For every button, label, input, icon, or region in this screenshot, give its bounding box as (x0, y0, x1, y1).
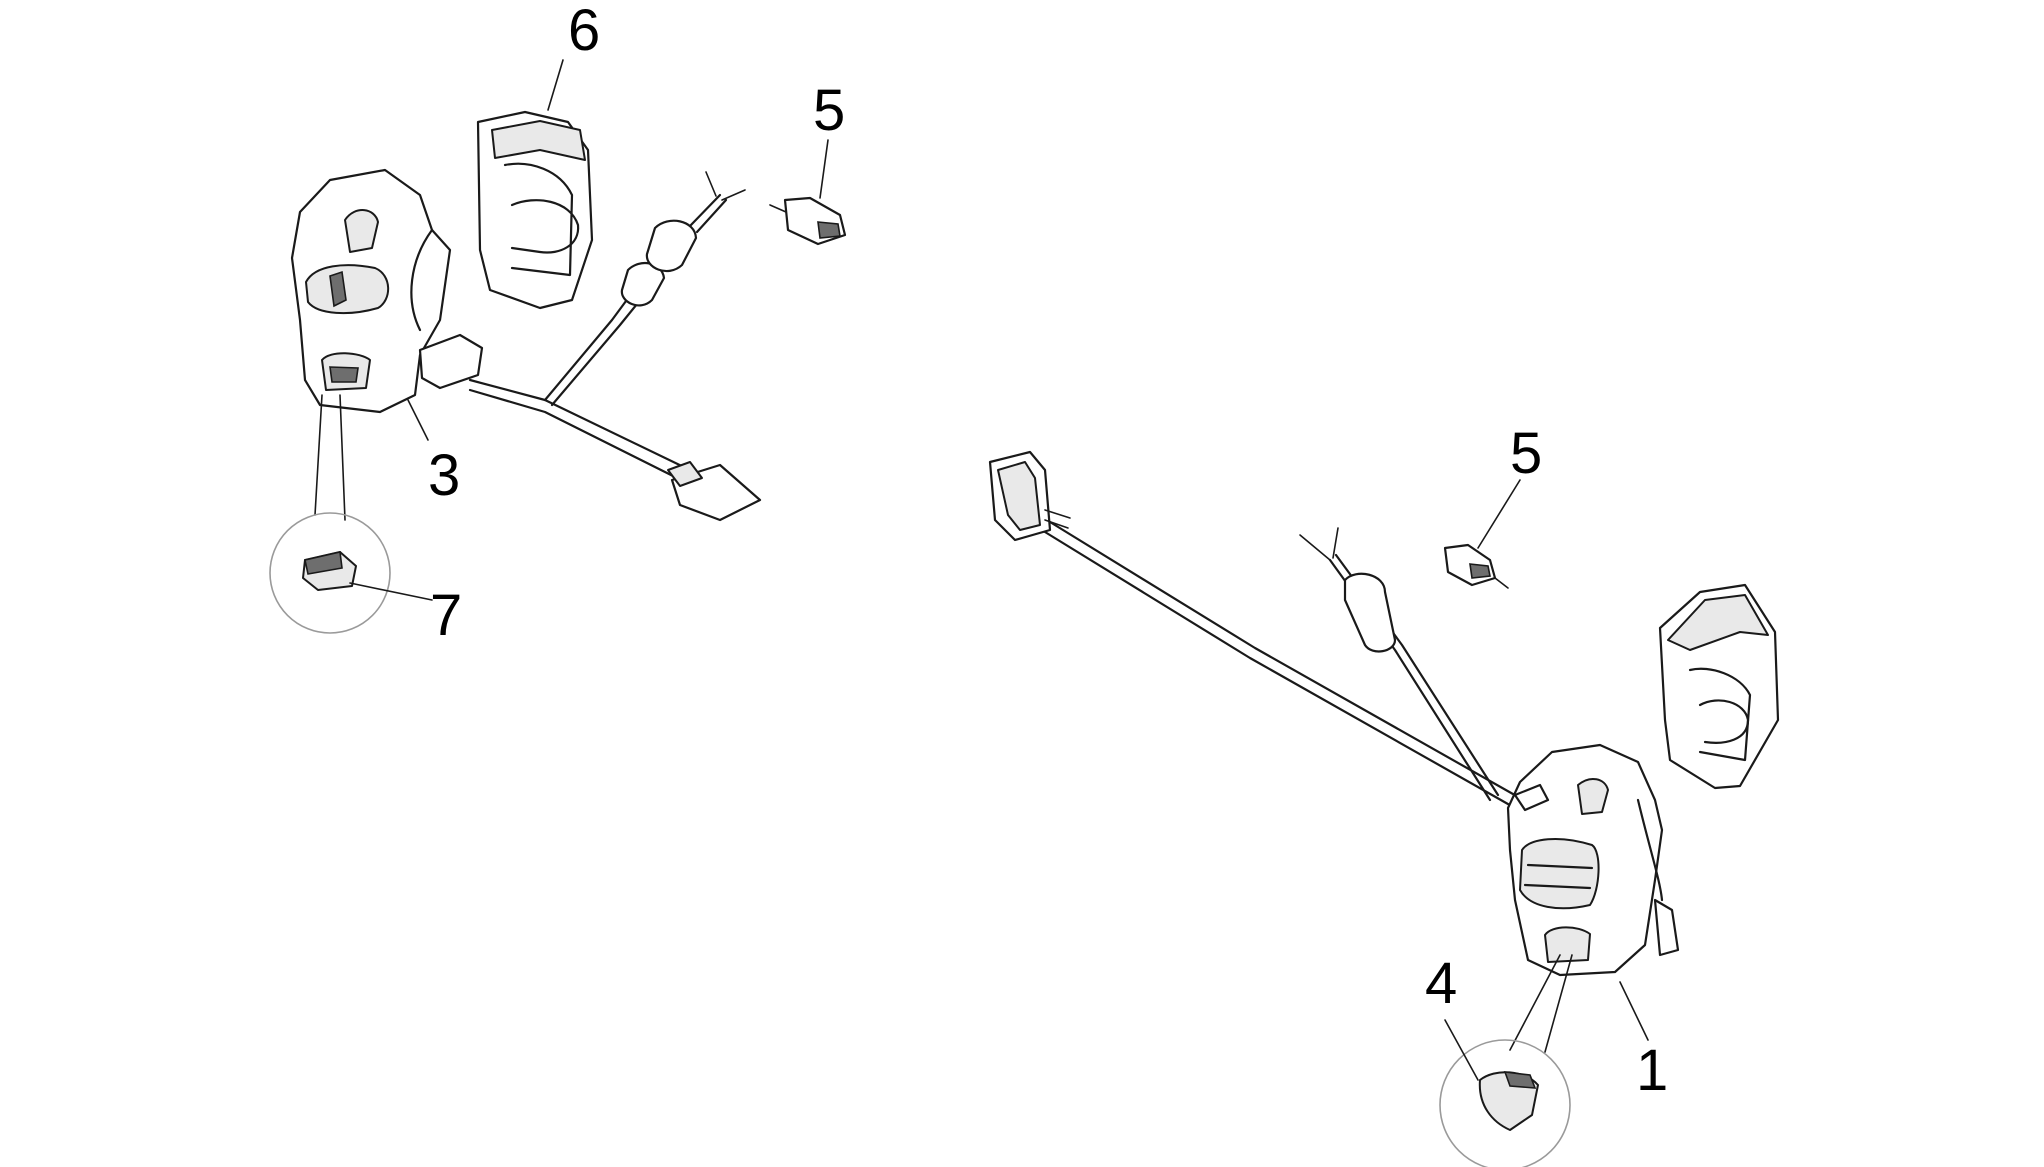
part-6-clamp-cover (476, 110, 594, 310)
callout-5-left: 5 (813, 78, 845, 143)
part-4-inset (1439, 954, 1573, 1167)
left-wiring-harness (468, 171, 762, 522)
leader-lines-right (1444, 479, 1649, 1081)
part-1-right-switch (1506, 743, 1680, 977)
callout-5-right: 5 (1510, 421, 1542, 486)
part-5-bulb-right (1443, 543, 1509, 589)
callout-7: 7 (430, 583, 462, 648)
callout-4: 4 (1425, 951, 1457, 1016)
leader-lines-left (349, 59, 829, 601)
callout-3: 3 (428, 443, 460, 508)
part-5-bulb-left (769, 196, 847, 246)
part-7-inset (269, 394, 391, 634)
right-clamp-cover (1658, 583, 1780, 790)
callout-6: 6 (568, 0, 600, 63)
part-3-left-switch (290, 168, 484, 414)
right-wiring-harness (988, 450, 1522, 810)
callout-1: 1 (1636, 1038, 1668, 1103)
